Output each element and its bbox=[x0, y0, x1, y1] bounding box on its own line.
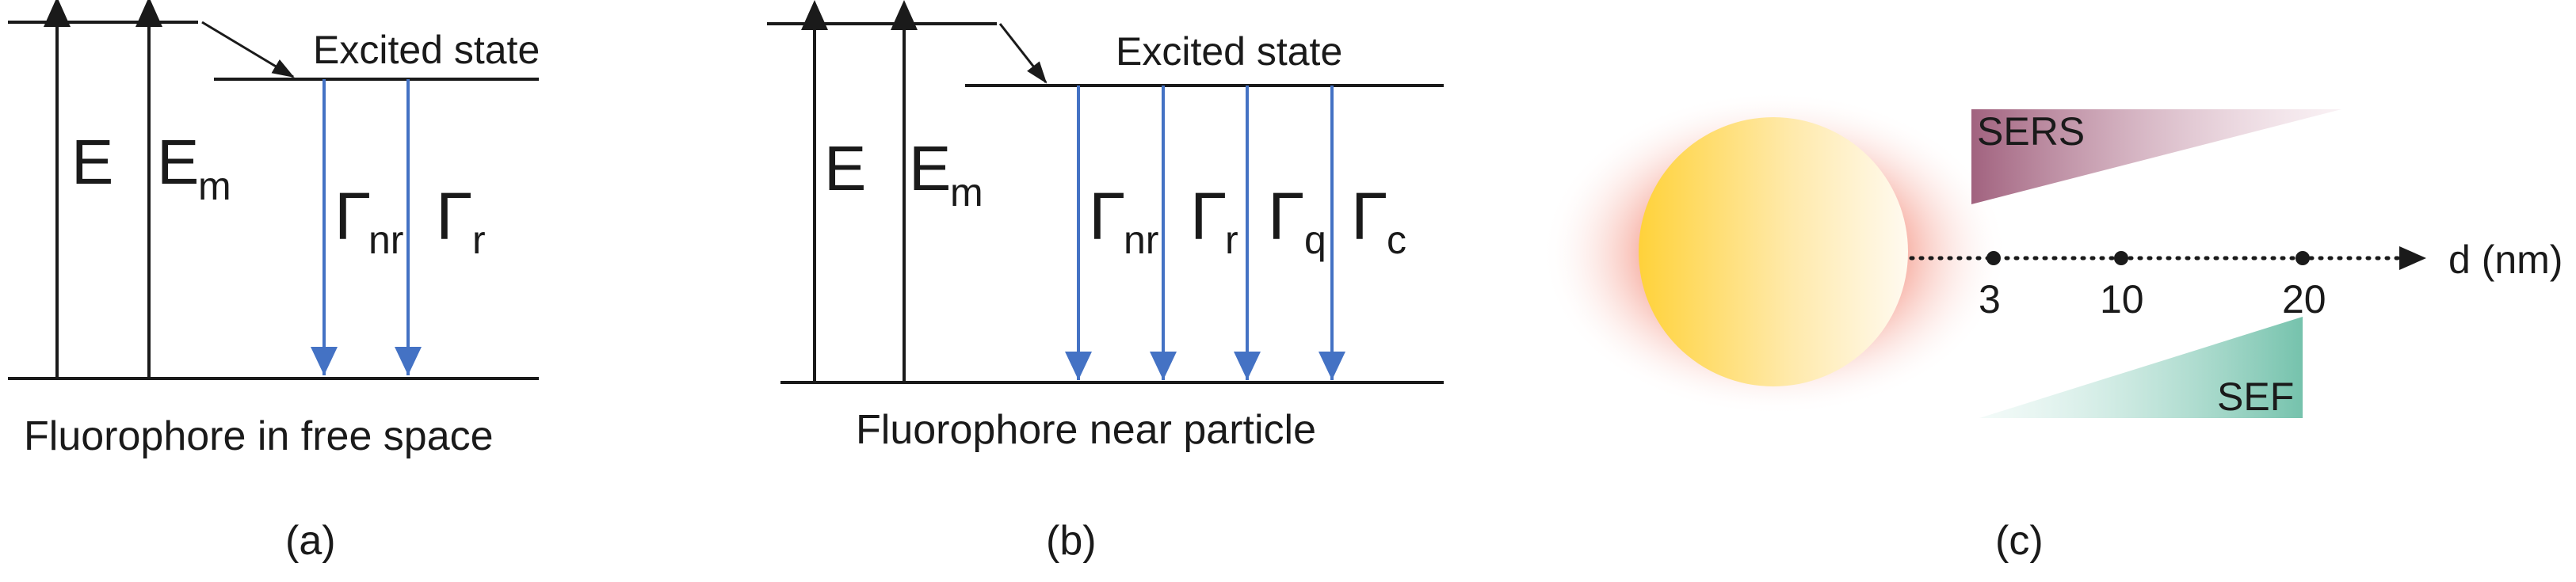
panel-b-gamma-r-label: Γ bbox=[1190, 179, 1227, 253]
panel-b-gamma-q-label: Γ bbox=[1268, 179, 1304, 253]
panel-b-energy-m-label: E bbox=[909, 133, 951, 204]
panel-a: Excited state E E m Γ nr Γ r Fluorophore… bbox=[8, 0, 540, 564]
panel-b-label: (b) bbox=[1046, 518, 1097, 564]
panel-b-gamma-c-sub: c bbox=[1387, 218, 1406, 262]
panel-a-excited-state-label: Excited state bbox=[313, 28, 540, 72]
panel-b-energy-label: E bbox=[824, 133, 866, 204]
panel-b-gamma-nr-label: Γ bbox=[1089, 179, 1125, 253]
panel-a-gamma-nr-label: Γ bbox=[334, 179, 371, 253]
sef-wedge bbox=[1979, 317, 2303, 418]
panel-b-gamma-r-sub: r bbox=[1225, 218, 1238, 262]
panel-b-gamma-nr-sub: nr bbox=[1124, 218, 1158, 262]
panel-b-excited-state-label: Excited state bbox=[1116, 29, 1342, 74]
panel-c-label: (c) bbox=[1995, 518, 2044, 564]
panel-a-relax-arrow bbox=[201, 21, 295, 78]
panel-a-gamma-r-label: Γ bbox=[436, 179, 472, 253]
panel-c: SERS SEF 3 10 20 d (nm) (c) bbox=[1541, 91, 2563, 564]
axis-tick-3: 3 bbox=[1979, 277, 2001, 321]
sef-label: SEF bbox=[2217, 375, 2294, 419]
nanoparticle-sphere bbox=[1639, 117, 1908, 386]
panel-a-caption: Fluorophore in free space bbox=[24, 413, 494, 459]
panel-b: Excited state E E m Γ nr Γ r Γ q Γ c Flu… bbox=[767, 0, 1444, 564]
panel-a-energy-label: E bbox=[71, 127, 113, 197]
panel-b-gamma-q-sub: q bbox=[1304, 218, 1326, 262]
panel-a-energy-m-sub: m bbox=[198, 164, 231, 208]
axis-point-3 bbox=[1986, 251, 2001, 265]
panel-a-energy-m-label: E bbox=[157, 127, 199, 197]
panel-b-gamma-c-label: Γ bbox=[1351, 179, 1387, 253]
panel-b-relax-arrow bbox=[998, 23, 1048, 84]
sers-wedge bbox=[1971, 109, 2341, 204]
axis-label: d (nm) bbox=[2448, 238, 2563, 282]
panel-b-energy-m-sub: m bbox=[950, 170, 983, 215]
axis-tick-10: 10 bbox=[2100, 277, 2144, 321]
axis-point-20 bbox=[2296, 251, 2310, 265]
panel-b-caption: Fluorophore near particle bbox=[856, 407, 1316, 453]
panel-a-gamma-nr-sub: nr bbox=[368, 218, 403, 262]
panel-a-label: (a) bbox=[285, 518, 336, 564]
panel-a-gamma-r-sub: r bbox=[472, 218, 486, 262]
axis-point-10 bbox=[2114, 251, 2128, 265]
axis-tick-20: 20 bbox=[2282, 277, 2326, 321]
sers-label: SERS bbox=[1977, 109, 2085, 154]
